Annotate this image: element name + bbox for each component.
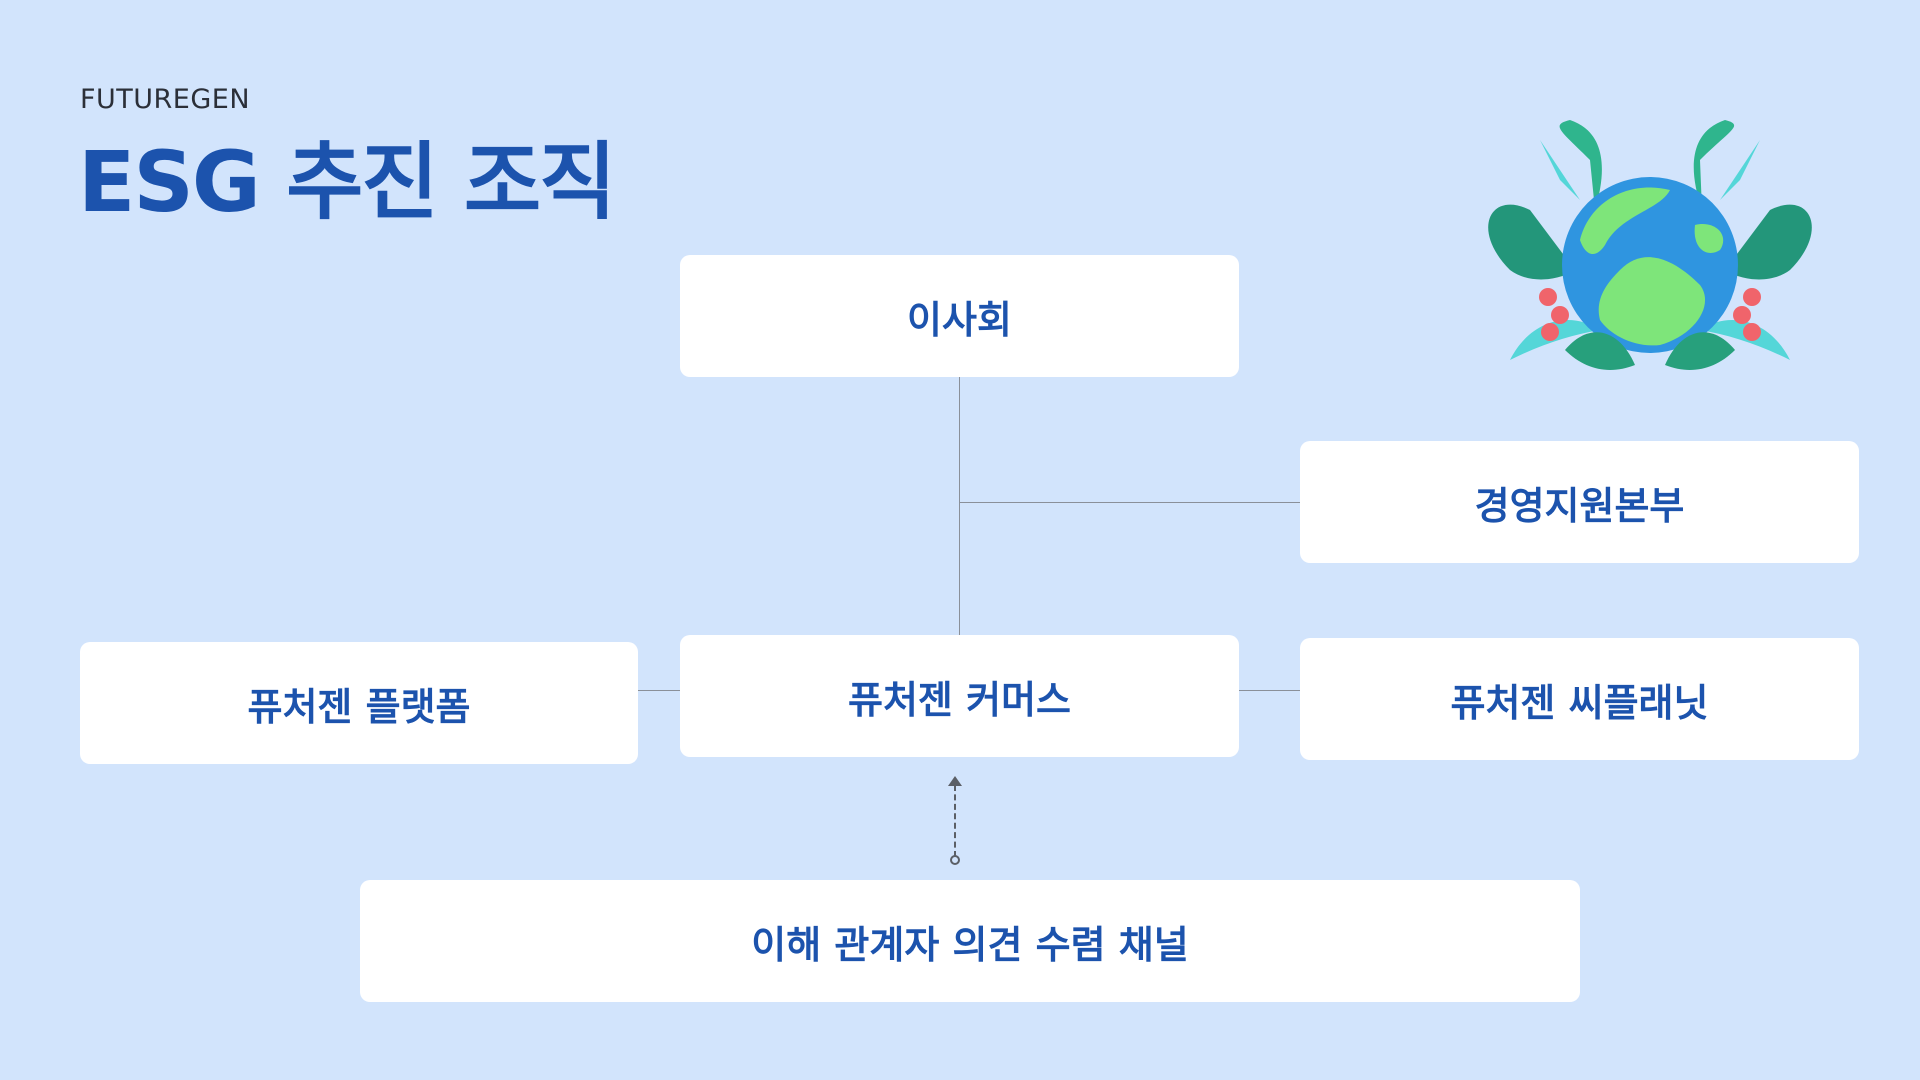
- connector-commerce-cplanit: [1239, 690, 1300, 691]
- org-label-stakeholder-channel: 이해 관계자 의견 수렴 채널: [751, 922, 1189, 967]
- org-box-platform: 퓨처젠 플랫폼: [80, 642, 638, 764]
- org-box-board: 이사회: [680, 255, 1239, 377]
- org-box-cplanit: 퓨처젠 씨플래닛: [1300, 638, 1859, 760]
- connector-board-commerce: [959, 377, 960, 635]
- org-label-board: 이사회: [907, 297, 1012, 342]
- page-title: ESG 추진 조직: [78, 133, 616, 231]
- org-box-management-support: 경영지원본부: [1300, 441, 1859, 563]
- dashed-connector: [954, 785, 956, 857]
- connector-management-support: [959, 502, 1300, 503]
- connector-platform-commerce: [638, 690, 680, 691]
- org-label-commerce: 퓨처젠 커머스: [848, 677, 1071, 722]
- org-label-platform: 퓨처젠 플랫폼: [247, 684, 471, 729]
- connector-dot-icon: [950, 855, 960, 865]
- brand-name: FUTUREGEN: [80, 84, 251, 115]
- arrow-up-icon: [948, 776, 962, 786]
- earth-with-leaves-icon: [1488, 120, 1812, 370]
- org-label-cplanit: 퓨처젠 씨플래닛: [1450, 680, 1709, 725]
- org-label-management-support: 경영지원본부: [1474, 483, 1685, 528]
- org-box-stakeholder-channel: 이해 관계자 의견 수렴 채널: [360, 880, 1580, 1002]
- org-box-commerce: 퓨처젠 커머스: [680, 635, 1239, 757]
